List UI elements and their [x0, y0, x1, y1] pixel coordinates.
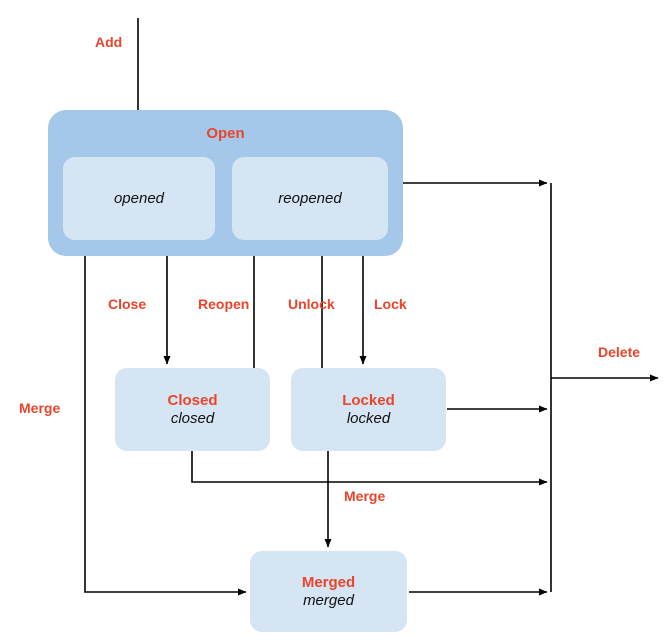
substate-opened[interactable]: opened — [63, 157, 215, 240]
edge-label-lock: Lock — [374, 296, 407, 312]
state-closed[interactable]: Closed closed — [115, 368, 270, 451]
edge-label-add: Add — [95, 34, 123, 50]
edge-label-delete: Delete — [598, 344, 641, 360]
state-merged-title: Merged — [301, 574, 356, 592]
substate-reopened-label: reopened — [278, 190, 342, 207]
state-locked-title: Locked — [342, 392, 395, 410]
edge-label-reopen: Reopen — [198, 296, 250, 312]
state-locked-sub: locked — [346, 409, 391, 427]
state-closed-sub: closed — [170, 409, 215, 427]
edge-closed-to-delete — [191, 451, 548, 486]
state-group-open-title: Open — [206, 125, 245, 142]
state-locked[interactable]: Locked locked — [291, 368, 446, 451]
state-merged[interactable]: Merged merged — [250, 551, 407, 632]
edge-label-close: Close — [108, 296, 147, 312]
state-merged-sub: merged — [303, 591, 354, 609]
substate-reopened[interactable]: reopened — [232, 157, 388, 240]
edge-label-merge-left: Merge — [19, 400, 61, 416]
substate-opened-label: opened — [113, 190, 165, 207]
edge-merge-left — [84, 256, 247, 596]
edge-label-merge-bottom: Merge — [344, 488, 386, 504]
edge-label-unlock: Unlock — [288, 296, 335, 312]
state-closed-title: Closed — [167, 392, 218, 410]
